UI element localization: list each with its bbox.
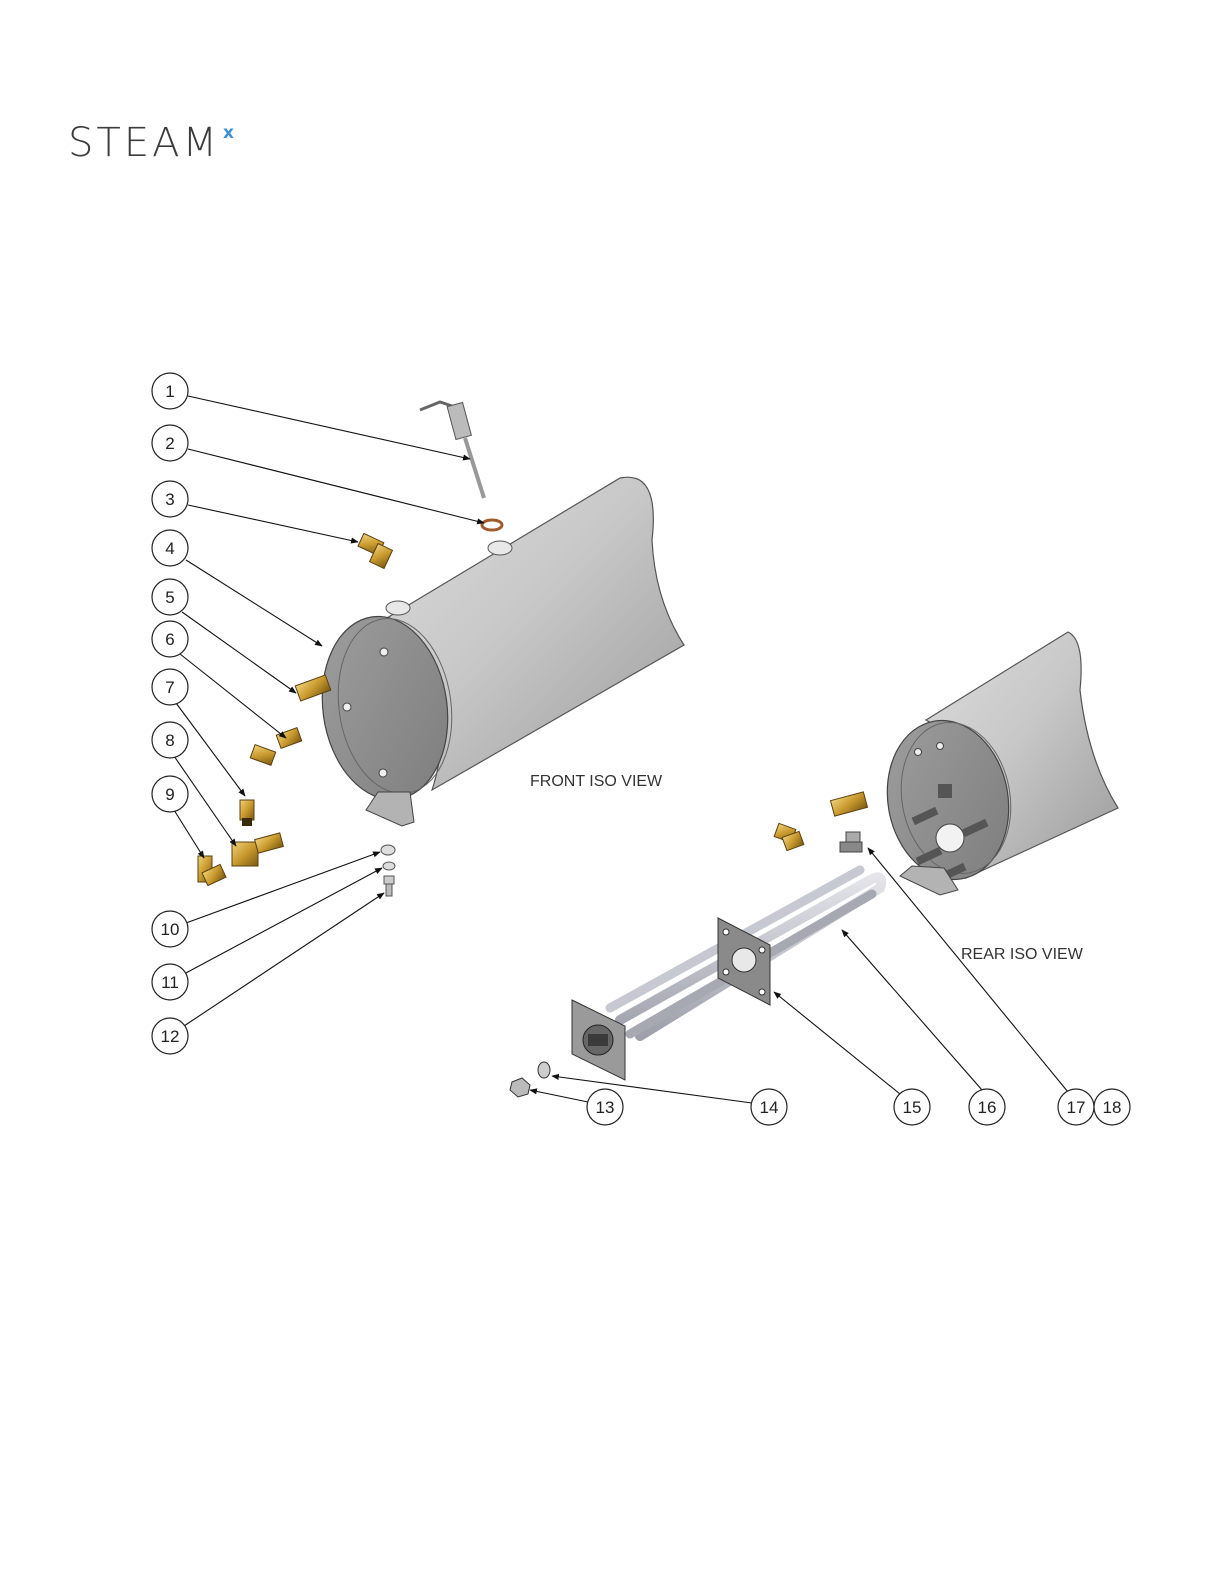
balloon-number: 6	[165, 630, 174, 649]
heating-element	[572, 870, 881, 1080]
balloon-number: 4	[165, 539, 174, 558]
leader-2	[188, 449, 484, 523]
washer-14	[538, 1062, 550, 1078]
front-iso-view-label: FRONT ISO VIEW	[530, 773, 663, 790]
gasket-bolt-hole	[759, 989, 765, 995]
balloon-number: 10	[161, 920, 180, 939]
rear-brass-connector	[831, 792, 868, 816]
balloon-number: 12	[161, 1027, 180, 1046]
leader-7	[176, 703, 245, 796]
rear-tank-boss	[938, 784, 952, 798]
balloon-number: 9	[165, 785, 174, 804]
probe-rod	[465, 438, 484, 498]
balloon-5: 5	[152, 579, 188, 615]
balloon-7: 7	[152, 669, 188, 705]
balloon-number: 5	[165, 588, 174, 607]
front-tank-top-boss	[386, 601, 410, 615]
balloon-number: 1	[165, 382, 174, 401]
brass-elbow-3	[358, 533, 392, 568]
rear-tank-heater-opening	[936, 824, 964, 852]
leader-13	[530, 1090, 588, 1102]
thermal-switch	[840, 832, 862, 852]
front-tank-port	[380, 648, 388, 656]
balloon-number: 8	[165, 731, 174, 750]
balloon-9: 9	[152, 776, 188, 812]
balloon-10: 10	[152, 911, 188, 947]
balloon-14: 14	[751, 1089, 787, 1125]
brass-connector-7	[240, 800, 254, 826]
rear-tank-port	[937, 743, 944, 750]
balloon-number: 2	[165, 434, 174, 453]
brass-elbow-9	[198, 856, 226, 886]
gasket-bolt-hole	[759, 947, 765, 953]
rear-iso-view-label: REAR ISO VIEW	[961, 946, 1084, 963]
balloon-number: 16	[978, 1098, 997, 1117]
front-tank-port	[379, 769, 387, 777]
front-tank-port	[343, 703, 351, 711]
leader-4	[186, 560, 322, 646]
balloon-13: 13	[587, 1089, 623, 1125]
leader-5	[182, 612, 296, 693]
balloon-number: 18	[1103, 1098, 1122, 1117]
front-tank-top-boss	[488, 541, 512, 555]
balloon-1: 1	[152, 373, 188, 409]
brass-tee-8	[232, 833, 283, 866]
leader-15	[774, 992, 900, 1094]
balloon-8: 8	[152, 722, 188, 758]
balloon-number: 11	[161, 973, 179, 992]
balloon-16: 16	[969, 1089, 1005, 1125]
brass-elbow-6	[250, 728, 301, 766]
leader-9	[174, 810, 204, 858]
balloon-6: 6	[152, 621, 188, 657]
leader-11	[184, 868, 382, 974]
leader-17	[868, 848, 1068, 1092]
balloon-17: 17	[1058, 1089, 1094, 1125]
balloon-number: 3	[165, 490, 174, 509]
balloon-3: 3	[152, 481, 188, 517]
balloon-number: 13	[596, 1098, 615, 1117]
gasket-hole	[732, 948, 756, 972]
rear-brass-elbow	[774, 823, 804, 850]
balloon-4: 4	[152, 530, 188, 566]
balloon-2: 2	[152, 425, 188, 461]
balloon-number: 15	[903, 1098, 922, 1117]
probe-fitting	[447, 402, 471, 439]
bolt-12	[384, 876, 394, 896]
leader-14	[552, 1076, 752, 1103]
balloon-number: 7	[165, 678, 174, 697]
flat-washer-10	[381, 845, 395, 855]
balloon-12: 12	[152, 1018, 188, 1054]
rear-tank	[875, 632, 1118, 895]
element-terminal	[588, 1034, 608, 1046]
leader-6	[180, 654, 286, 738]
balloon-15: 15	[894, 1089, 930, 1125]
o-ring-washer	[482, 520, 502, 530]
balloon-number: 14	[760, 1098, 779, 1117]
rear-tank-port	[915, 749, 922, 756]
gasket-bolt-hole	[723, 969, 729, 975]
lock-washer-11	[383, 862, 395, 870]
front-tank-bracket	[366, 792, 414, 826]
gasket-bolt-hole	[723, 929, 729, 935]
balloon-number: 17	[1067, 1098, 1086, 1117]
leader-3	[188, 505, 358, 542]
balloon-11: 11	[152, 964, 188, 1000]
balloon-18: 18	[1094, 1089, 1130, 1125]
hex-nut-13	[510, 1078, 530, 1097]
leader-10	[186, 852, 380, 923]
